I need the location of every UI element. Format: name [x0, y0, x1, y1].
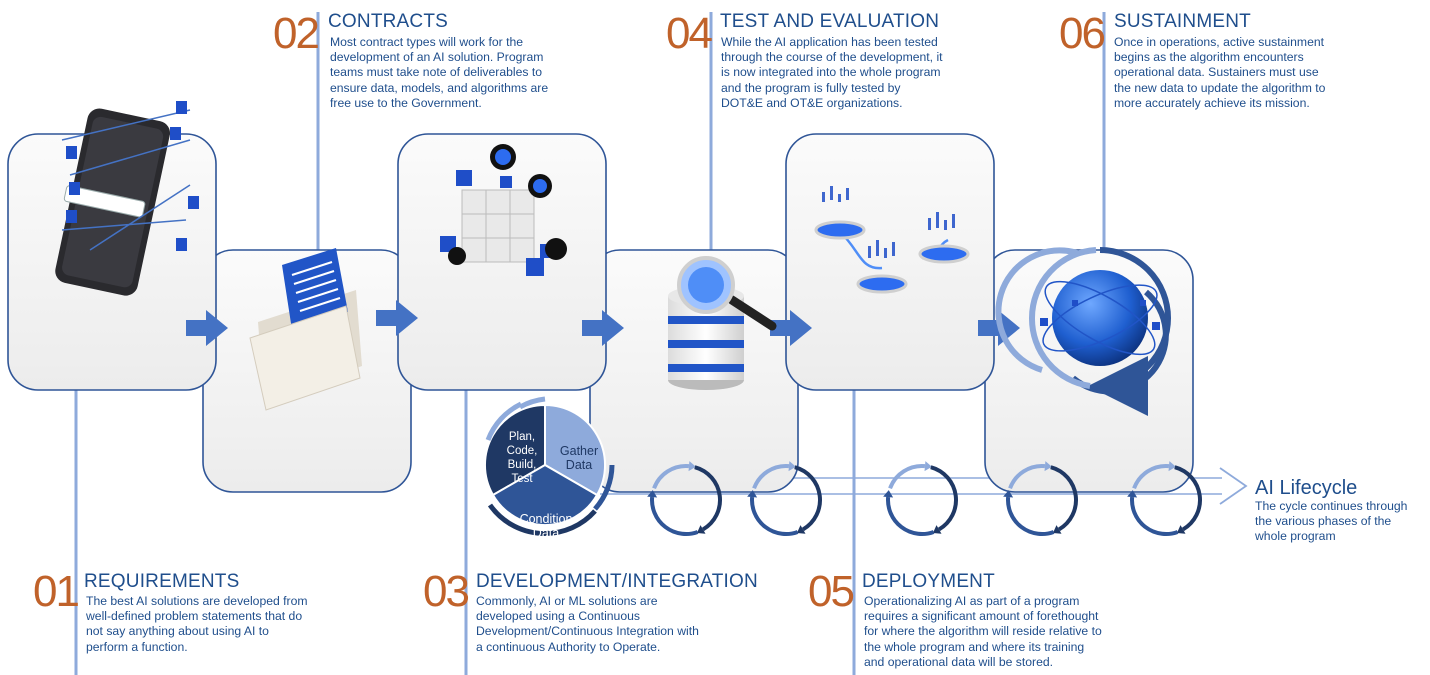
small-cycle-icons — [647, 461, 1202, 536]
cycle-label-condition: Condition Data — [519, 512, 573, 540]
phase-title: REQUIREMENTS — [84, 571, 240, 592]
cycle-arrows-icon — [883, 461, 958, 536]
ai-lifecycle-title: AI Lifecycle — [1255, 477, 1358, 499]
cube-cluster-icon — [440, 144, 567, 276]
phase-title: CONTRACTS — [328, 11, 449, 32]
phase-description: Operationalizing AI as part of a program… — [864, 594, 1102, 669]
cycle-segment-condition — [491, 463, 599, 527]
phase-title: DEVELOPMENT/INTEGRATION — [476, 571, 758, 592]
cycle-label-plan: Plan, Code, Build, Test — [506, 431, 538, 485]
right-arrow-icon — [376, 300, 418, 336]
cycle-segment-plan — [483, 403, 546, 497]
phase-number: 03 — [423, 567, 470, 616]
connector-lines — [74, 12, 1106, 675]
dev-cycle-wheel — [483, 396, 615, 536]
phase-title: DEPLOYMENT — [862, 571, 995, 592]
phase-description: The best AI solutions are developed from… — [86, 594, 308, 654]
data-nodes-icon — [814, 186, 970, 294]
smartphone-network-icon — [55, 101, 199, 296]
phase-number: 05 — [808, 567, 855, 616]
phase-description: Commonly, AI or ML solutions are develop… — [476, 594, 699, 654]
phase-title: TEST AND EVALUATION — [720, 11, 940, 32]
cycle-label-gather: Gather Data — [559, 444, 599, 472]
cycle-arrows-icon — [647, 461, 722, 536]
cycle-arrows-icon — [747, 461, 822, 536]
phase-number: 01 — [33, 567, 80, 616]
ai-lifecycle-description: The cycle continues through the various … — [1255, 499, 1408, 544]
cycle-segment-gather — [544, 403, 607, 497]
phase-title: SUSTAINMENT — [1114, 11, 1251, 32]
database-magnifier-icon — [668, 256, 777, 390]
cycle-arrows-icon — [1127, 461, 1202, 536]
phase-description: Once in operations, active sustainment b… — [1114, 35, 1326, 110]
phase-description: Most contract types will work for the de… — [330, 35, 549, 110]
cycle-arrows-icon — [1003, 461, 1078, 536]
phase-number: 02 — [273, 9, 320, 58]
right-arrow-icon — [582, 310, 624, 346]
right-arrow-icon — [186, 310, 228, 346]
phase-number: 06 — [1059, 9, 1106, 58]
phase-description: While the AI application has been tested… — [721, 35, 943, 110]
right-arrow-icon — [770, 310, 812, 346]
document-folder-icon — [249, 248, 362, 411]
phase-number: 04 — [666, 9, 713, 58]
globe-cycle-icon — [995, 247, 1172, 416]
card-05 — [785, 133, 995, 391]
